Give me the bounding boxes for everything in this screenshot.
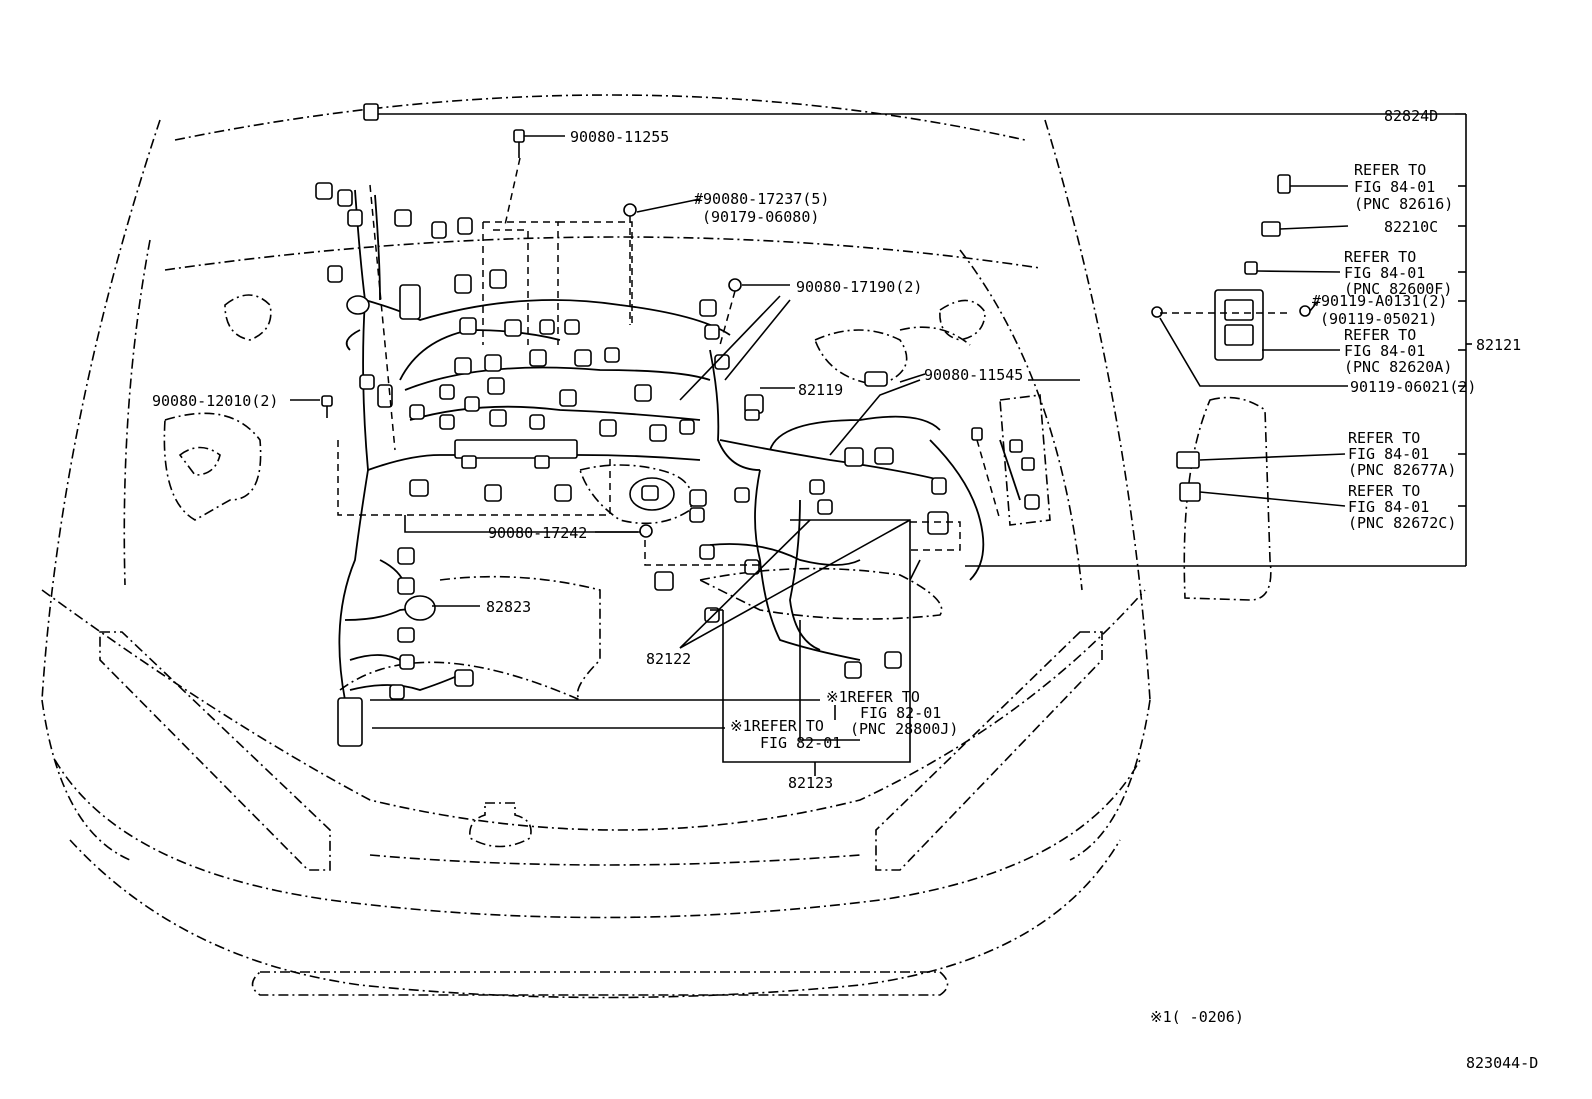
label-refer-82600F-line1: REFER TO	[1344, 248, 1416, 266]
label-82823: 82823	[486, 598, 531, 616]
label-90179-06080: (90179-06080)	[702, 208, 819, 226]
label-82123: 82123	[788, 774, 833, 792]
label-refer-82677A-line2: FIG 84-01	[1348, 445, 1429, 463]
assembly-dashed-boxes	[337, 157, 1290, 566]
label-refer-82616-line1: REFER TO	[1354, 161, 1426, 179]
label-refer-fig82-line2: FIG 82-01	[760, 734, 841, 752]
figure-code: 823044-D	[1466, 1054, 1538, 1072]
label-refer-82616-line3: (PNC 82616)	[1354, 195, 1453, 213]
label-refer-fig82-line1: ※1REFER TO	[730, 717, 824, 735]
fastener-parts	[321, 103, 1311, 538]
label-90119-05021: (90119-05021)	[1320, 310, 1437, 328]
label-90080-11255: 90080-11255	[570, 128, 669, 146]
label-82119: 82119	[798, 381, 843, 399]
label-refer-82677A-line1: REFER TO	[1348, 429, 1420, 447]
label-refer-82620A-line1: REFER TO	[1344, 326, 1416, 344]
label-90080-17237: #90080-17237(5)	[694, 190, 829, 208]
wire-harness	[338, 189, 1021, 701]
label-90119-06021: 90119-06021(2)	[1350, 378, 1476, 396]
label-refer-28800J-line3: (PNC 28800J)	[850, 720, 958, 738]
label-90080-12010: 90080-12010(2)	[152, 392, 278, 410]
label-refer-82620A-line2: FIG 84-01	[1344, 342, 1425, 360]
label-82121: 82121	[1476, 336, 1521, 354]
label-refer-82672C-line1: REFER TO	[1348, 482, 1420, 500]
label-refer-82620A-line3: (PNC 82620A)	[1344, 358, 1452, 376]
label-refer-82600F-line3: (PNC 82600F)	[1344, 280, 1452, 298]
label-refer-28800J-line2: FIG 82-01	[860, 704, 941, 722]
part-labels: 82824D 90080-11255 #90080-17237(5) (9017…	[152, 107, 1538, 1072]
label-82210C: 82210C	[1384, 218, 1438, 236]
leader-lines	[290, 113, 1472, 776]
label-90080-17190: 90080-17190(2)	[796, 278, 922, 296]
label-90119-A0131: #90119-A0131(2)	[1312, 292, 1447, 310]
label-refer-82616-line2: FIG 84-01	[1354, 178, 1435, 196]
label-82122: 82122	[646, 650, 691, 668]
vehicle-body-outline	[41, 94, 1272, 999]
footnote-applicability: ※1( -0206)	[1150, 1008, 1244, 1026]
label-refer-28800J-line1: ※1REFER TO	[826, 688, 920, 706]
label-refer-82672C-line2: FIG 84-01	[1348, 498, 1429, 516]
harness-connectors	[315, 182, 1040, 747]
label-refer-82677A-line3: (PNC 82677A)	[1348, 461, 1456, 479]
label-refer-82600F-line2: FIG 84-01	[1344, 264, 1425, 282]
label-90080-11545: 90080-11545	[924, 366, 1023, 384]
label-90080-17242: 90080-17242	[488, 524, 587, 542]
label-refer-82672C-line3: (PNC 82672C)	[1348, 514, 1456, 532]
label-82824D: 82824D	[1384, 107, 1438, 125]
